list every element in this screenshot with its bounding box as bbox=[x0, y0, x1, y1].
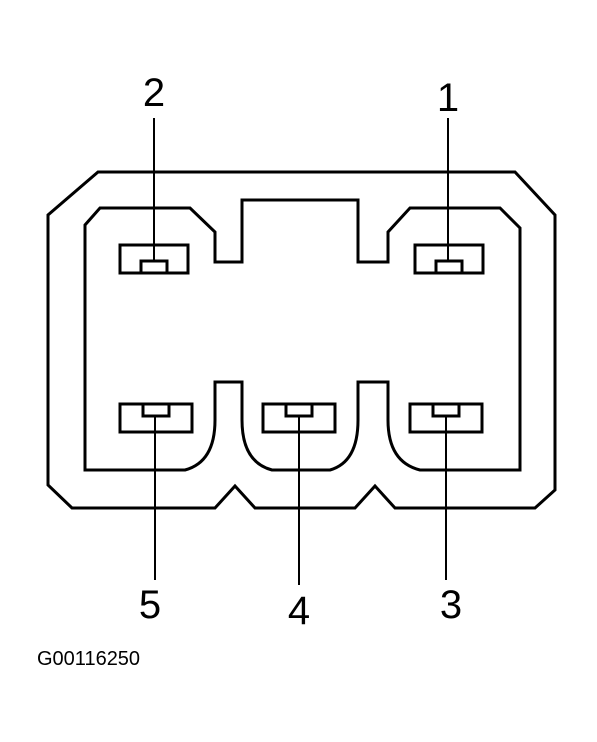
pin-label-4: 4 bbox=[288, 589, 310, 633]
connector-housing-outer bbox=[46, 170, 557, 510]
pin-label-2: 2 bbox=[143, 71, 165, 115]
figure-id: G00116250 bbox=[37, 648, 140, 670]
pin-label-5: 5 bbox=[139, 583, 161, 627]
connector-housing-inner bbox=[83, 198, 522, 472]
pin-label-1: 1 bbox=[437, 76, 459, 120]
pin-label-3: 3 bbox=[440, 583, 462, 627]
